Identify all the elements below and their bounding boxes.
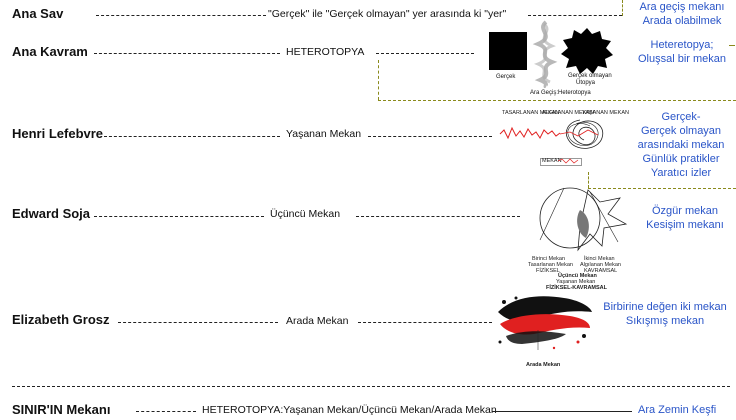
label-first-space: Birinci Mekan (532, 256, 566, 262)
caption-between-space: Arada Mekan (526, 362, 561, 368)
note-line: Heteretopya; (650, 39, 714, 51)
bottom-middle: HETEROTOPYA:Yaşanan Mekan/Üçüncü Mekan/A… (202, 404, 497, 416)
label-conceptual: KAVRAMSAL (584, 268, 618, 274)
third-space-diagram (539, 187, 628, 252)
real-square (489, 32, 527, 70)
green-connector (378, 100, 736, 101)
note-line: Sıkışmış mekan (625, 315, 705, 327)
bottom-note: Ara Zemin Keşfi (638, 404, 717, 416)
green-connector (622, 0, 623, 16)
green-connector (588, 188, 736, 189)
note-line: arasındaki mekan (637, 139, 725, 151)
green-connector (588, 172, 589, 188)
label-perceived: ALGILANAN MEKAN (542, 110, 594, 116)
lived-space-sketch (499, 119, 604, 149)
note-line: Özgür mekan (651, 205, 719, 217)
note-line: Yaratıcı izler (650, 167, 712, 179)
label-lived: Yaşanan Mekan (556, 279, 596, 285)
small-box (540, 158, 582, 166)
unreal-blob (561, 28, 613, 74)
row-note-henri-lefebvre: Gerçek- Gerçek olmayan arasındaki mekan … (628, 110, 734, 180)
green-connector (729, 45, 735, 46)
connector-line (104, 136, 280, 137)
row-label-henri-lefebvre: Henri Lefebvre (12, 126, 104, 141)
row-middle-ana-kavram: HETEROTOPYA (286, 46, 365, 58)
connector-line (136, 411, 196, 412)
label-second-space: İkinci Mekan (584, 256, 615, 262)
connector-line (96, 15, 266, 16)
row-note-ana-kavram: Heteretopya; Oluşsal bir mekan (630, 38, 734, 66)
note-line: Birbirine değen iki mekan (603, 301, 727, 313)
caption-unreal: Gerçek olmayan (568, 73, 612, 79)
row-middle-edward-soja: Üçüncü Mekan (270, 208, 341, 220)
row-middle-ana-sav: "Gerçek" ile "Gerçek olmayan" yer arasın… (268, 8, 507, 20)
note-line: Oluşsal bir mekan (637, 53, 727, 65)
label-lived: YAŞANAN MEKAN (582, 110, 629, 116)
connector-line (368, 136, 492, 137)
connector-line (492, 411, 632, 412)
bottom-label: SINIR'IN Mekanı (12, 402, 111, 417)
small-wave (558, 158, 579, 164)
row-middle-elizabeth-grosz: Arada Mekan (286, 315, 349, 327)
label-conceived: Tasarlanan Mekan (528, 262, 573, 268)
row-label-edward-soja: Edward Soja (12, 206, 91, 221)
note-line: Arada olabilmek (642, 15, 722, 27)
between-space-splash (498, 296, 592, 350)
note-line: Gerçek olmayan (640, 125, 722, 137)
label-small: MEKAN (542, 158, 562, 164)
note-line: Gerçek- (661, 111, 701, 123)
row-note-ana-sav: Ara geçiş mekanı Arada olabilmek (632, 0, 732, 28)
between-scribble (532, 20, 558, 88)
connector-line (376, 53, 474, 54)
connector-line (356, 216, 520, 217)
connector-line (94, 216, 264, 217)
row-note-edward-soja: Özgür mekan Kesişim mekanı (636, 204, 734, 232)
section-divider (12, 386, 730, 387)
green-connector (378, 60, 379, 100)
label-physical: FİZİKSEL (536, 268, 560, 274)
connector-line (94, 53, 280, 54)
connector-line (118, 322, 278, 323)
label-physical-conceptual: FİZİKSEL-KAVRAMSAL (546, 285, 608, 291)
caption-between: Ara Geçiş:Heterotopya (530, 90, 591, 96)
note-line: Günlük pratikler (642, 153, 720, 165)
connector-line (358, 322, 492, 323)
label-conceived: TASARLANAN MEKAN (502, 110, 560, 116)
row-middle-henri-lefebvre: Yaşanan Mekan (286, 128, 362, 140)
label-third-space: Üçüncü Mekan (558, 273, 597, 279)
note-line: Kesişim mekanı (646, 219, 724, 231)
row-note-elizabeth-grosz: Birbirine değen iki mekan Sıkışmış mekan (596, 300, 734, 328)
row-label-ana-sav: Ana Sav (12, 6, 64, 21)
caption-utopia: Ütopya (576, 80, 596, 86)
row-label-elizabeth-grosz: Elizabeth Grosz (12, 312, 110, 327)
label-perceived: Algılanan Mekan (580, 262, 621, 268)
note-line: Ara geçiş mekanı (639, 1, 725, 13)
connector-line (528, 15, 622, 16)
caption-real: Gerçek (496, 74, 516, 80)
row-label-ana-kavram: Ana Kavram (12, 44, 88, 59)
